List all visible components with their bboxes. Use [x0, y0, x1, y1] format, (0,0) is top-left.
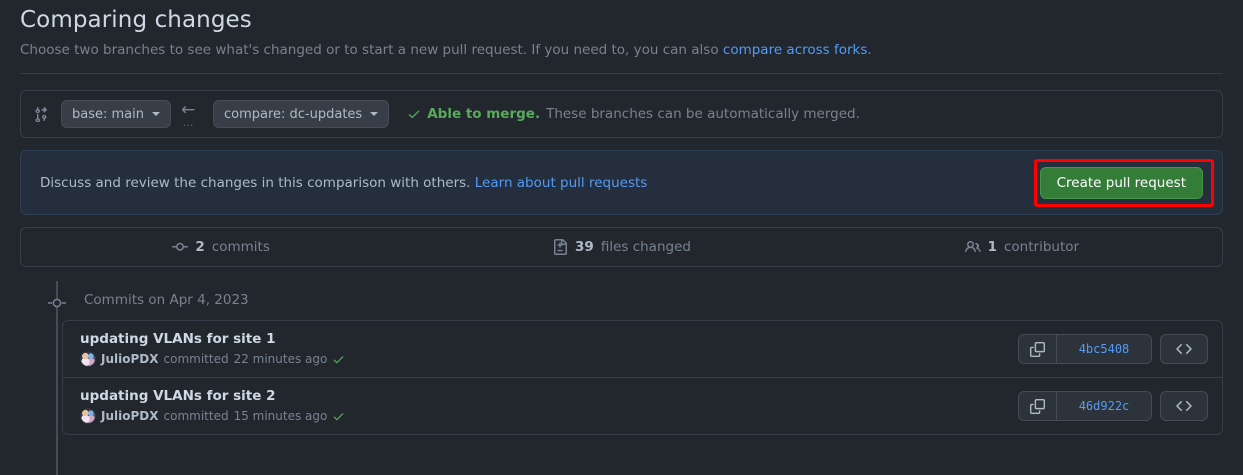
commit-verb: committed — [163, 352, 229, 367]
discuss-banner-message: Discuss and review the changes in this c… — [40, 174, 471, 191]
chevron-down-icon — [370, 112, 379, 117]
chevron-down-icon — [151, 112, 160, 117]
timeline-rail — [56, 281, 58, 475]
commit-time: 22 minutes ago — [233, 352, 328, 367]
code-icon[interactable] — [1160, 391, 1208, 422]
commit-list: updating VLANs for site 1 JulioPDX commi… — [62, 320, 1223, 436]
commit-sha-group: 46d922c — [1018, 391, 1152, 422]
page-subtitle: Choose two branches to see what's change… — [20, 40, 1223, 60]
code-icon[interactable] — [1160, 334, 1208, 365]
comparison-stats-bar: 2 commits 39 files changed 1 contributor — [20, 227, 1223, 268]
commits-date-heading: Commits on Apr 4, 2023 — [84, 292, 249, 309]
page-title: Comparing changes — [20, 7, 252, 33]
stat-contributors[interactable]: 1 contributor — [822, 239, 1222, 255]
git-compare-icon — [33, 106, 49, 123]
check-icon — [407, 107, 421, 121]
commit-sha-group: 4bc5408 — [1018, 334, 1152, 365]
compare-branch-label: compare: dc-updates — [223, 106, 363, 122]
copy-icon[interactable] — [1019, 392, 1056, 421]
commit-meta: JulioPDX committed 22 minutes ago — [80, 351, 1006, 368]
stat-commits-value: 2 — [195, 239, 205, 256]
compare-across-forks-link[interactable]: compare across forks — [722, 42, 868, 58]
copy-icon[interactable] — [1019, 335, 1056, 364]
discuss-banner-text: Discuss and review the changes in this c… — [40, 175, 647, 191]
commit-title[interactable]: updating VLANs for site 1 — [80, 331, 276, 348]
commit-actions: 46d922c — [1018, 391, 1208, 422]
stat-files-changed[interactable]: 39 files changed — [421, 239, 821, 256]
header-divider — [20, 73, 1223, 75]
commit-info: updating VLANs for site 1 JulioPDX commi… — [80, 331, 1006, 368]
commit-icon — [172, 239, 189, 255]
check-icon — [332, 410, 345, 423]
commit-sha[interactable]: 46d922c — [1056, 392, 1151, 421]
commit-meta: JulioPDX committed 15 minutes ago — [80, 408, 1006, 425]
commits-timeline: Commits on Apr 4, 2023 updating VLANs fo… — [20, 281, 1223, 475]
arrow-left-icon: ← ... — [180, 100, 203, 130]
commit-verb: committed — [163, 409, 229, 424]
commit-actions: 4bc5408 — [1018, 334, 1208, 365]
file-diff-icon — [552, 239, 568, 256]
people-icon — [964, 239, 981, 255]
commit-node-icon — [48, 296, 66, 310]
commit-author[interactable]: JulioPDX — [101, 352, 159, 367]
arrow-left-glyph: ← — [180, 100, 196, 121]
avatar — [80, 408, 96, 425]
discuss-review-banner: Discuss and review the changes in this c… — [20, 150, 1223, 216]
arrow-ellipsis: ... — [182, 116, 194, 130]
merge-status-text: These branches can be automatically merg… — [546, 106, 860, 123]
commit-info: updating VLANs for site 2 JulioPDX commi… — [80, 388, 1006, 425]
compare-branch-select[interactable]: compare: dc-updates — [212, 100, 390, 129]
avatar — [80, 351, 96, 368]
merge-status-strong: Able to merge. — [427, 106, 541, 123]
stat-commits-label: commits — [211, 239, 270, 256]
subtitle-text-suffix: . — [867, 42, 872, 58]
commit-title[interactable]: updating VLANs for site 2 — [80, 388, 276, 405]
comparing-changes-page: Comparing changes Choose two branches to… — [20, 7, 1223, 475]
check-icon — [332, 353, 345, 366]
table-row: updating VLANs for site 2 JulioPDX commi… — [63, 377, 1222, 434]
stat-files-changed-label: files changed — [600, 239, 691, 256]
branch-compare-bar: base: main ← ... compare: dc-updates Abl… — [20, 90, 1223, 139]
stat-contributors-value: 1 — [987, 239, 997, 256]
table-row: updating VLANs for site 1 JulioPDX commi… — [63, 321, 1222, 377]
merge-status: Able to merge. These branches can be aut… — [407, 106, 860, 122]
commit-sha[interactable]: 4bc5408 — [1056, 335, 1151, 364]
commit-time: 15 minutes ago — [233, 409, 328, 424]
stat-contributors-label: contributor — [1003, 239, 1080, 256]
base-branch-select[interactable]: base: main — [61, 100, 171, 129]
create-pull-request-button[interactable]: Create pull request — [1039, 166, 1203, 199]
subtitle-text-prefix: Choose two branches to see what's change… — [20, 42, 723, 58]
commit-author[interactable]: JulioPDX — [101, 409, 159, 424]
base-branch-label: base: main — [72, 106, 144, 122]
stat-files-changed-value: 39 — [575, 239, 594, 256]
stat-commits[interactable]: 2 commits — [21, 239, 421, 255]
learn-about-pull-requests-link[interactable]: Learn about pull requests — [474, 174, 648, 191]
